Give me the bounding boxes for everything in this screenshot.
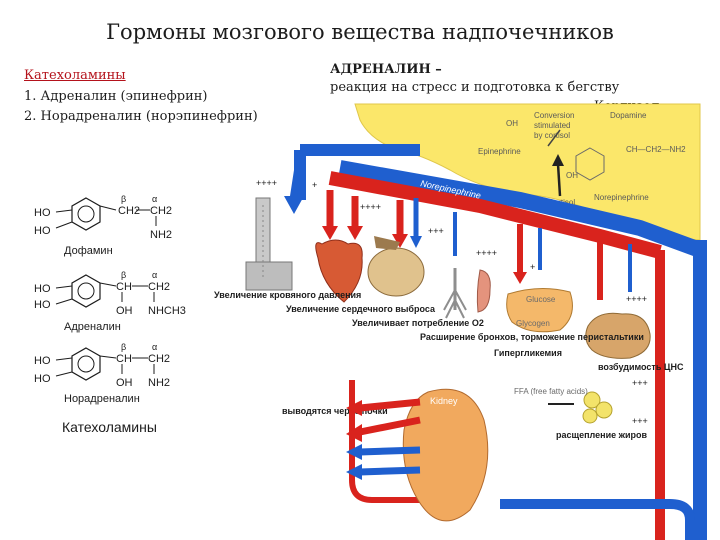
dopamine-name: Дофамин	[64, 245, 113, 257]
by-cortisol-label: by cortisol	[534, 131, 570, 140]
dopamine-alpha: α	[152, 194, 157, 204]
red-arrowhead-heart	[347, 226, 363, 240]
page-title: Гормоны мозгового вещества надпочечников	[106, 20, 614, 44]
adrenaline-amine: NHCH3	[148, 305, 186, 317]
adrenaline-title: АДРЕНАЛИН –	[330, 62, 442, 77]
fat-label: расщепление жиров	[556, 430, 648, 440]
heart-illustration	[315, 239, 363, 303]
glucose-label: Glucose	[526, 295, 556, 304]
plus-lungs: ++++	[476, 248, 497, 258]
plus-heart: ++++	[360, 202, 381, 212]
lungs-illustration	[443, 268, 467, 319]
adrenaline-beta: β	[121, 270, 126, 280]
head-illustration	[367, 236, 425, 297]
oxygen-label: Увеличивает потребление O2	[352, 318, 484, 328]
dopamine-beta: β	[121, 194, 126, 204]
pressure-gauge	[245, 197, 293, 291]
noradrenaline-amine: NH2	[148, 377, 170, 389]
adrenaline-ch2: CH2	[148, 281, 170, 293]
plus-brain: ++++	[626, 294, 647, 304]
cardiac-label: Увеличение сердечного выброса	[286, 304, 436, 314]
catecholamines-heading: Катехоламины	[24, 68, 126, 83]
list-item-adrenaline: 1. Адреналин (эпинефрин)	[24, 89, 208, 104]
noradrenaline-alpha: α	[152, 342, 157, 352]
stimulated-label: stimulated	[534, 121, 570, 130]
down-arrows	[322, 190, 632, 300]
adrenaline-ch: CH	[116, 281, 132, 293]
plus-head: +++	[428, 226, 444, 236]
adrenaline-name: Адреналин	[64, 321, 121, 333]
blue-arrowhead-oxygen	[410, 236, 422, 248]
stomach-illustration	[476, 269, 491, 313]
adrenaline-subtitle: реакция на стресс и подготовка к бегству	[330, 80, 620, 95]
noradrenaline-ch: CH	[116, 353, 132, 365]
noradrenaline-oh: OH	[116, 377, 133, 389]
list-item-noradrenaline: 2. Норадреналин (норэпинефрин)	[24, 109, 258, 124]
noradrenaline-ch2: CH2	[148, 353, 170, 365]
plus-liver: +	[530, 262, 535, 272]
nor-chain-label: CH—CH2—NH2	[626, 145, 686, 154]
dopamine-ch2-beta: CH2	[118, 205, 140, 217]
blue-arrow-left	[284, 170, 304, 214]
red-arrowhead-liver	[513, 272, 527, 284]
adrenaline-oh: OH	[116, 305, 133, 317]
bronchi-label: Расширение бронхов, торможение перисталь…	[420, 332, 644, 342]
dopamine-ho-top: HO	[34, 207, 51, 219]
effect-labels: Увеличение кровяного давления Увеличение…	[214, 290, 684, 440]
liver-illustration	[506, 288, 573, 333]
blue-vessel-bottom	[500, 499, 695, 540]
nor-oh-label: OH	[566, 171, 578, 180]
cns-label: возбудимость ЦНС	[598, 362, 684, 372]
brain-illustration	[585, 312, 651, 359]
noradrenaline-structure: HO HO CH CH2 OH NH2 β α Норадреналин	[34, 342, 170, 405]
dopamine-ch2-alpha: CH2	[150, 205, 172, 217]
noradrenaline-ho-bottom: HO	[34, 373, 51, 385]
noradrenaline-ho-top: HO	[34, 355, 51, 367]
cortisol-arrowhead	[552, 154, 564, 166]
liver-labels: Glucose Glycogen	[516, 295, 556, 328]
red-arrowhead-pressure	[322, 226, 338, 240]
red-vessel-kidney	[349, 380, 440, 503]
plus-signs: ++++ + ++++ +++ ++++ + ++++ +++ +++	[256, 178, 648, 426]
plus-fat: +++	[632, 378, 648, 388]
adrenaline-alpha: α	[152, 270, 157, 280]
dopamine-amine: NH2	[150, 229, 172, 241]
glycogen-label: Glycogen	[516, 319, 550, 328]
noradrenaline-name: Норадреналин	[64, 393, 140, 405]
adrenaline-ho-bottom: HO	[34, 299, 51, 311]
noradrenaline-beta: β	[121, 342, 126, 352]
blue-band-norepinephrine	[338, 160, 703, 258]
adrenaline-structure: HO HO CH CH2 OH NHCH3 β α Адреналин	[34, 270, 186, 333]
catecholamines-footer: Катехоламины	[62, 419, 157, 435]
red-arrowhead-oxygen	[392, 234, 408, 248]
fat-cells	[582, 391, 613, 424]
conversion-arrow	[547, 129, 561, 147]
epinephrine-label: Epinephrine	[478, 147, 521, 156]
tyr-oh-label: OH	[506, 119, 518, 128]
cortisol-arrow	[556, 163, 562, 197]
dopamine-en-label: Dopamine	[610, 111, 647, 120]
kidney-label: Kidney	[430, 396, 458, 406]
norepinephrine-en-label: Norepinephrine	[594, 193, 649, 202]
excreted-label: выводятся через почки	[282, 406, 388, 416]
conversion-label: Conversion	[534, 111, 574, 120]
norepinephrine-ring	[575, 147, 605, 181]
excretion-arrows	[346, 398, 421, 480]
plus-fat2: +++	[632, 416, 648, 426]
plus-left: +	[312, 180, 317, 190]
adrenaline-ho-top: HO	[34, 283, 51, 295]
plus-pressure: ++++	[256, 178, 277, 188]
pressure-label: Увеличение кровяного давления	[214, 290, 361, 300]
hyperglycemia-label: Гипергликемия	[494, 348, 562, 358]
kidney-illustration	[402, 388, 489, 522]
dopamine-ho-bottom: HO	[34, 225, 51, 237]
dopamine-structure: HO HO CH2 CH2 NH2 β α Дофамин	[34, 194, 172, 257]
ffa-label: FFA (free fatty acids)	[514, 387, 588, 396]
catecholamine-structures: HO HO CH2 CH2 NH2 β α Дофамин HO HO CH C…	[34, 194, 186, 435]
